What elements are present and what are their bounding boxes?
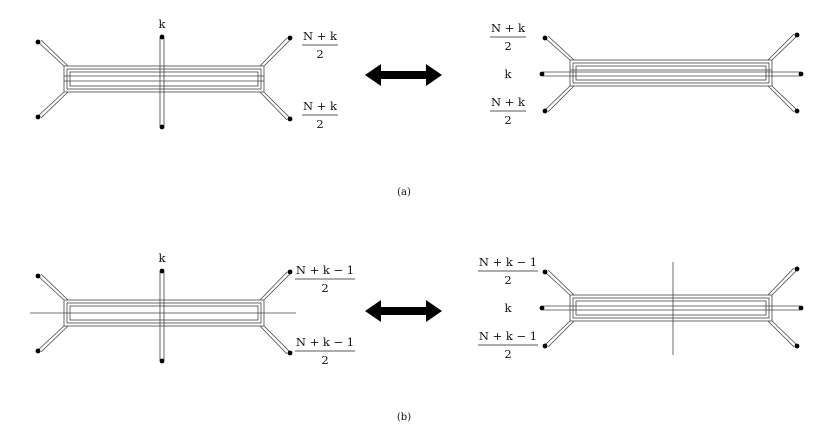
endpoint-dot: [35, 114, 41, 120]
fraction-numerator: N + k − 1: [296, 335, 354, 349]
mid-label: k: [505, 301, 513, 315]
panel-b-left-endpoints: [35, 268, 293, 364]
panel-a-right-box: [569, 59, 773, 87]
endpoint-dot: [159, 358, 165, 364]
endpoint-dot: [542, 343, 548, 349]
fraction-numerator: N + k: [303, 29, 338, 43]
top-label: k: [159, 251, 167, 265]
panel-b-right-diagram: N + k − 1 2 k N + k − 1 2: [478, 255, 804, 361]
fraction-denominator: 2: [316, 117, 323, 131]
fraction-denominator: 2: [504, 273, 511, 287]
caption-a: (a): [397, 187, 411, 198]
right-upper-fraction: N + k 2: [302, 29, 338, 61]
panel-a-right-diagram: N + k 2 k N + k 2: [490, 21, 804, 127]
panel-a-right-horizontal-stack: [543, 71, 800, 77]
endpoint-dot: [35, 273, 41, 279]
right-lower-fraction: N + k 2: [302, 99, 338, 131]
fraction-denominator: 2: [321, 281, 328, 295]
panel-b-left-legs: [37, 271, 291, 355]
endpoint-dot: [542, 269, 548, 275]
endpoint-dot: [539, 71, 545, 77]
endpoint-dot: [794, 266, 800, 272]
endpoint-dot: [798, 305, 804, 311]
fraction-numerator: N + k − 1: [479, 255, 537, 269]
fraction-numerator: N + k − 1: [479, 329, 537, 343]
endpoint-dot: [159, 124, 165, 130]
endpoint-dot: [159, 268, 165, 274]
panel-b-right-horizontal-stack: [543, 305, 800, 311]
fraction-denominator: 2: [504, 39, 511, 53]
endpoint-dot: [287, 116, 293, 122]
endpoint-dot: [542, 35, 548, 41]
fraction-denominator: 2: [321, 353, 328, 367]
endpoint-dot: [35, 39, 41, 45]
endpoint-dot: [539, 305, 545, 311]
right-lower-fraction: N + k − 1 2: [295, 335, 355, 367]
fraction-numerator: N + k: [491, 21, 526, 35]
left-upper-fraction: N + k − 1 2: [478, 255, 538, 287]
right-upper-fraction: N + k − 1 2: [295, 263, 355, 295]
endpoint-dot: [798, 71, 804, 77]
endpoint-dot: [35, 348, 41, 354]
panel-a-left-legs: [37, 37, 291, 121]
panel-b-right-box: [569, 294, 773, 322]
panel-a-left-vertical-stack: [159, 38, 165, 126]
endpoint-dot: [287, 269, 293, 275]
left-lower-fraction: N + k 2: [490, 95, 526, 127]
panel-b-left-diagram: k N + k − 1 2 N + k − 1 2: [30, 251, 355, 367]
panel-a-right-endpoints: [539, 32, 804, 114]
panel-a-right-legs: [544, 33, 798, 113]
panel-a-left-endpoints: [35, 34, 293, 130]
endpoint-dot: [159, 34, 165, 40]
left-upper-fraction: N + k 2: [490, 21, 526, 53]
double-arrow-icon: [365, 300, 442, 322]
caption-b: (b): [397, 412, 411, 423]
endpoint-dot: [287, 350, 293, 356]
endpoint-dot: [542, 108, 548, 114]
fraction-denominator: 2: [504, 113, 511, 127]
endpoint-dot: [287, 35, 293, 41]
left-lower-fraction: N + k − 1 2: [478, 329, 538, 361]
fraction-denominator: 2: [504, 347, 511, 361]
panel-b-left-vertical-stack: [159, 272, 165, 360]
fraction-numerator: N + k: [303, 99, 338, 113]
fraction-denominator: 2: [316, 47, 323, 61]
fraction-numerator: N + k: [491, 95, 526, 109]
panel-a-left-diagram: k N + k 2 N + k 2: [35, 17, 338, 131]
panel-b-right-legs: [544, 267, 798, 348]
top-label: k: [159, 17, 167, 31]
fraction-numerator: N + k − 1: [296, 263, 354, 277]
double-arrow-icon: [365, 64, 442, 86]
mid-label: k: [505, 67, 513, 81]
endpoint-dot: [794, 108, 800, 114]
endpoint-dot: [794, 343, 800, 349]
panel-b-right-endpoints: [539, 266, 804, 349]
endpoint-dot: [794, 32, 800, 38]
